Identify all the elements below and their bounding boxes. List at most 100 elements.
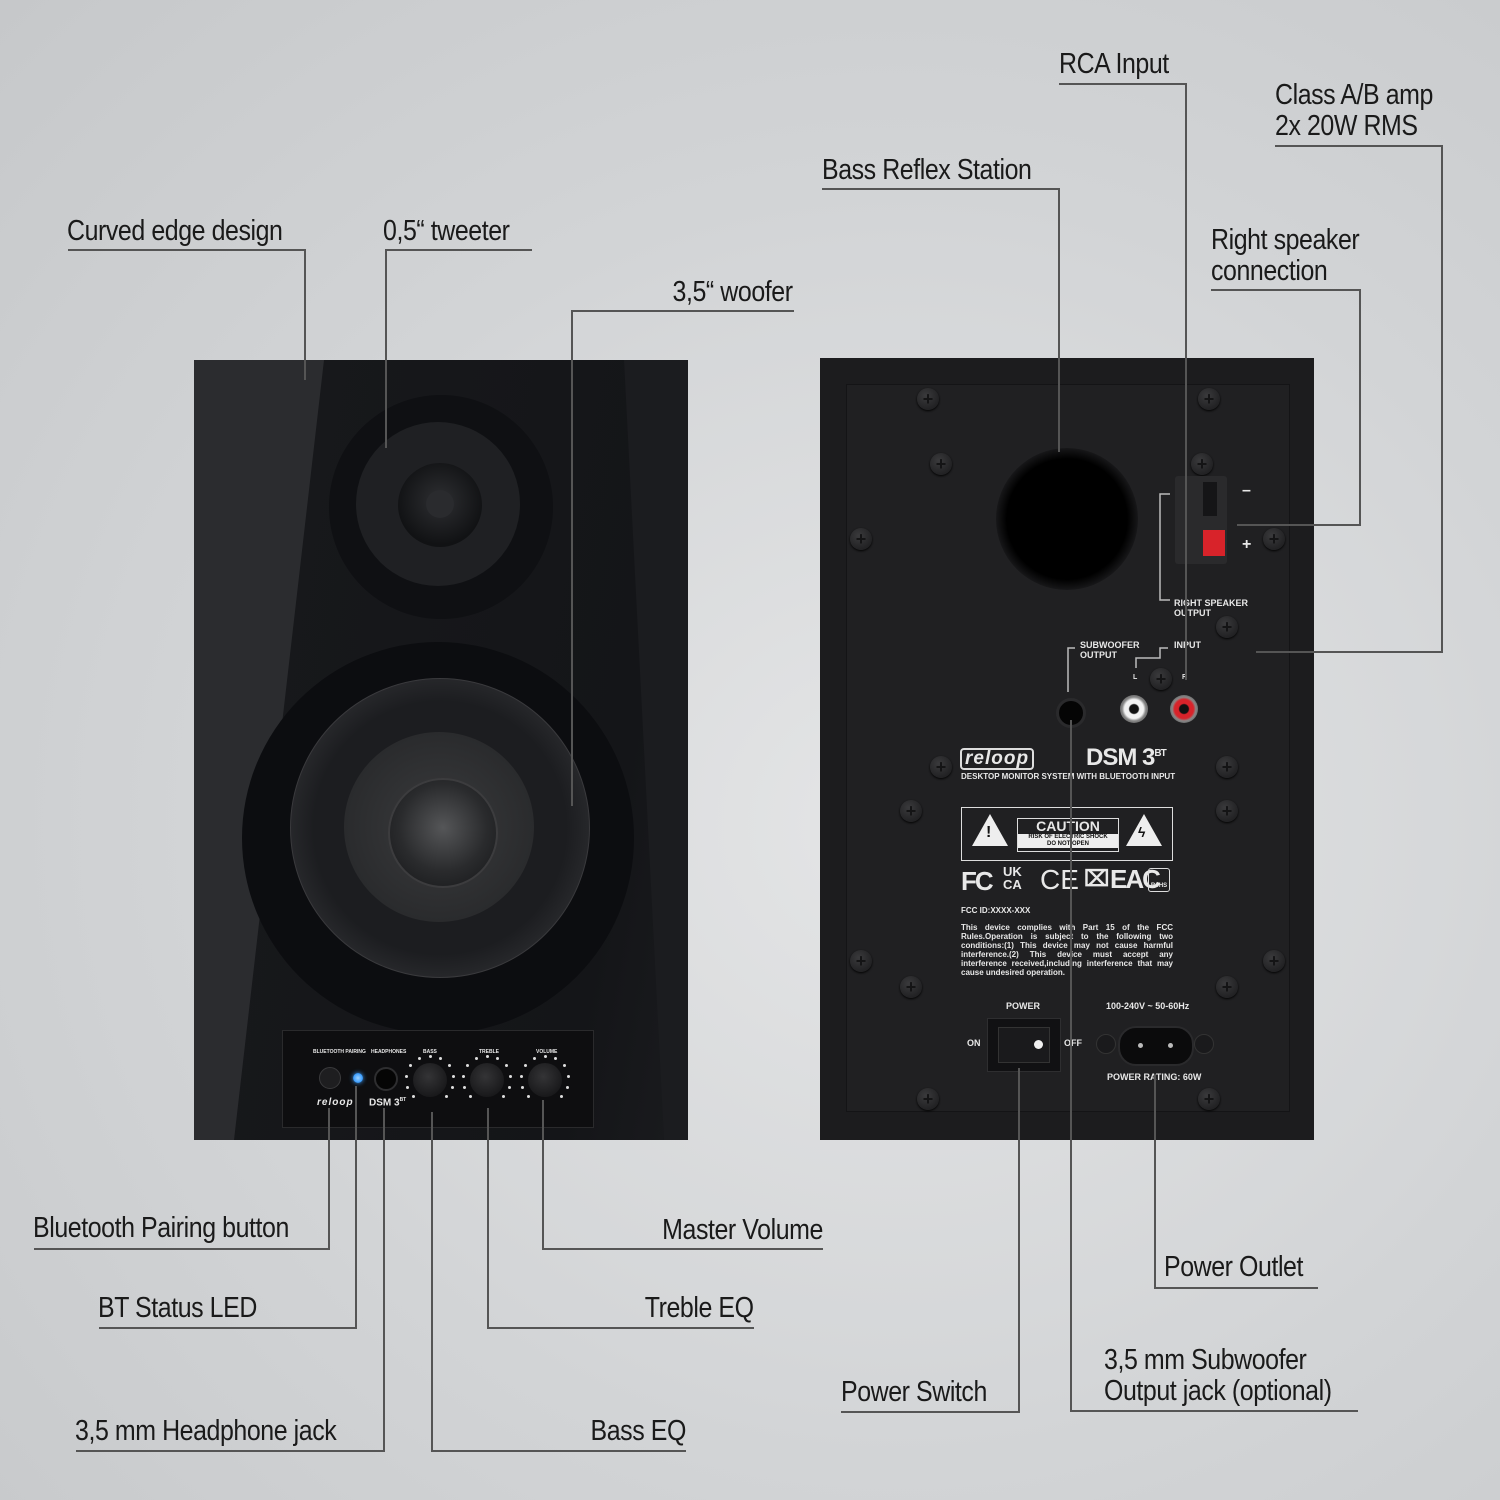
- fcc-id: FCC ID:XXXX-XXX: [961, 906, 1031, 915]
- power-switch[interactable]: [987, 1018, 1061, 1072]
- knob-tick: [405, 1085, 409, 1089]
- voltage-label: 100-240V ~ 50-60Hz: [1106, 1001, 1190, 1011]
- knob-tick: [543, 1054, 547, 1058]
- volume-label: VOLUME: [536, 1049, 558, 1055]
- screw-icon: [1198, 388, 1220, 410]
- rca-input-left[interactable]: [1120, 695, 1148, 723]
- screw-icon: [917, 388, 939, 410]
- bt-status-led: [353, 1073, 363, 1083]
- reloop-logo: reloop: [960, 748, 1035, 770]
- callout-bt-led: BT Status LED: [98, 1292, 257, 1324]
- knob-tick: [417, 1057, 421, 1061]
- bt-pairing-button[interactable]: [319, 1067, 341, 1089]
- knob-tick: [404, 1074, 408, 1078]
- power-outlet[interactable]: [1118, 1026, 1194, 1066]
- callout-rca-input: RCA Input: [1059, 48, 1169, 80]
- lightning-glyph: ϟ: [1138, 824, 1146, 840]
- input-label: INPUT: [1174, 640, 1201, 650]
- model-logo: DSM 3BT: [1086, 744, 1167, 771]
- callout-tweeter: 0,5“ tweeter: [383, 215, 510, 247]
- callout-curved-edge: Curved edge design: [67, 215, 283, 247]
- rohs-mark: RoHS: [1148, 868, 1170, 892]
- screw-icon: [1263, 528, 1285, 550]
- knob-tick: [452, 1074, 456, 1078]
- callout-woofer: 3,5“ woofer: [672, 276, 793, 308]
- on-label: ON: [967, 1038, 981, 1048]
- knob-tick: [485, 1054, 489, 1058]
- screw-icon: [850, 528, 872, 550]
- outlet-screw-right: [1194, 1034, 1214, 1054]
- reloop-logo: reloop: [317, 1097, 354, 1108]
- minus-sign: –: [1242, 482, 1251, 499]
- volume-knob[interactable]: [528, 1063, 562, 1097]
- callout-power-switch: Power Switch: [841, 1376, 987, 1408]
- bass-label: BASS: [423, 1049, 437, 1055]
- speaker-terminal-block[interactable]: [1175, 476, 1227, 564]
- knob-tick: [520, 1085, 524, 1089]
- knob-tick: [502, 1095, 506, 1099]
- knob-tick: [509, 1074, 513, 1078]
- knob-tick: [524, 1064, 528, 1068]
- ce-mark: CE: [1040, 864, 1079, 895]
- knob-tick: [439, 1057, 443, 1061]
- rca-input-right[interactable]: [1170, 695, 1198, 723]
- callout-power-outlet: Power Outlet: [1164, 1251, 1304, 1283]
- knob-tick: [428, 1054, 432, 1058]
- knob-tick: [560, 1095, 564, 1099]
- screw-icon: [1216, 976, 1238, 998]
- negative-terminal[interactable]: [1203, 482, 1217, 516]
- subwoofer-output-jack[interactable]: [1056, 698, 1086, 728]
- callout-treble-eq: Treble EQ: [645, 1292, 754, 1324]
- off-label: OFF: [1064, 1038, 1082, 1048]
- screw-icon: [1216, 756, 1238, 778]
- exclamation-glyph: !: [986, 824, 992, 841]
- knob-tick: [562, 1064, 566, 1068]
- positive-terminal[interactable]: [1203, 530, 1225, 556]
- knob-tick: [519, 1074, 523, 1078]
- callout-master-volume: Master Volume: [662, 1214, 823, 1246]
- screw-icon: [1191, 453, 1213, 475]
- treble-knob[interactable]: [470, 1063, 504, 1097]
- screw-icon: [930, 453, 952, 475]
- outlet-screw-left: [1096, 1034, 1116, 1054]
- fcc-compliance-text: This device complies with Part 15 of the…: [961, 923, 1173, 977]
- outlet-pin: [1138, 1043, 1143, 1048]
- screw-icon: [1150, 668, 1172, 690]
- model-logo: DSM 3BT: [369, 1097, 407, 1109]
- knob-tick: [474, 1057, 478, 1061]
- bass-knob[interactable]: [413, 1063, 447, 1097]
- power-switch-indicator: [1034, 1040, 1043, 1049]
- warning-icon: [972, 814, 1008, 846]
- screw-icon: [1216, 616, 1238, 638]
- bt-pairing-label: BLUETOOTH PAIRING: [313, 1049, 366, 1055]
- screw-icon: [1216, 800, 1238, 822]
- headphones-label: HEADPHONES: [371, 1049, 407, 1055]
- screw-icon: [1263, 950, 1285, 972]
- screw-icon: [850, 950, 872, 972]
- knob-tick: [445, 1095, 449, 1099]
- front-control-panel: BLUETOOTH PAIRING HEADPHONES BASS TREBLE…: [282, 1030, 594, 1128]
- screw-icon: [900, 976, 922, 998]
- power-label: POWER: [1006, 1001, 1041, 1011]
- tweeter-cap: [426, 490, 454, 518]
- knob-tick: [409, 1064, 413, 1068]
- knob-tick: [496, 1057, 500, 1061]
- knob-tick: [532, 1057, 536, 1061]
- knob-tick: [466, 1064, 470, 1068]
- callout-bass-reflex: Bass Reflex Station: [822, 154, 1032, 186]
- screw-icon: [930, 756, 952, 778]
- headphone-jack[interactable]: [374, 1067, 398, 1091]
- knob-tick: [462, 1085, 466, 1089]
- screw-icon: [900, 800, 922, 822]
- treble-label: TREBLE: [479, 1049, 499, 1055]
- knob-tick: [461, 1074, 465, 1078]
- knob-tick: [567, 1074, 571, 1078]
- callout-bt-pairing: Bluetooth Pairing button: [33, 1212, 289, 1244]
